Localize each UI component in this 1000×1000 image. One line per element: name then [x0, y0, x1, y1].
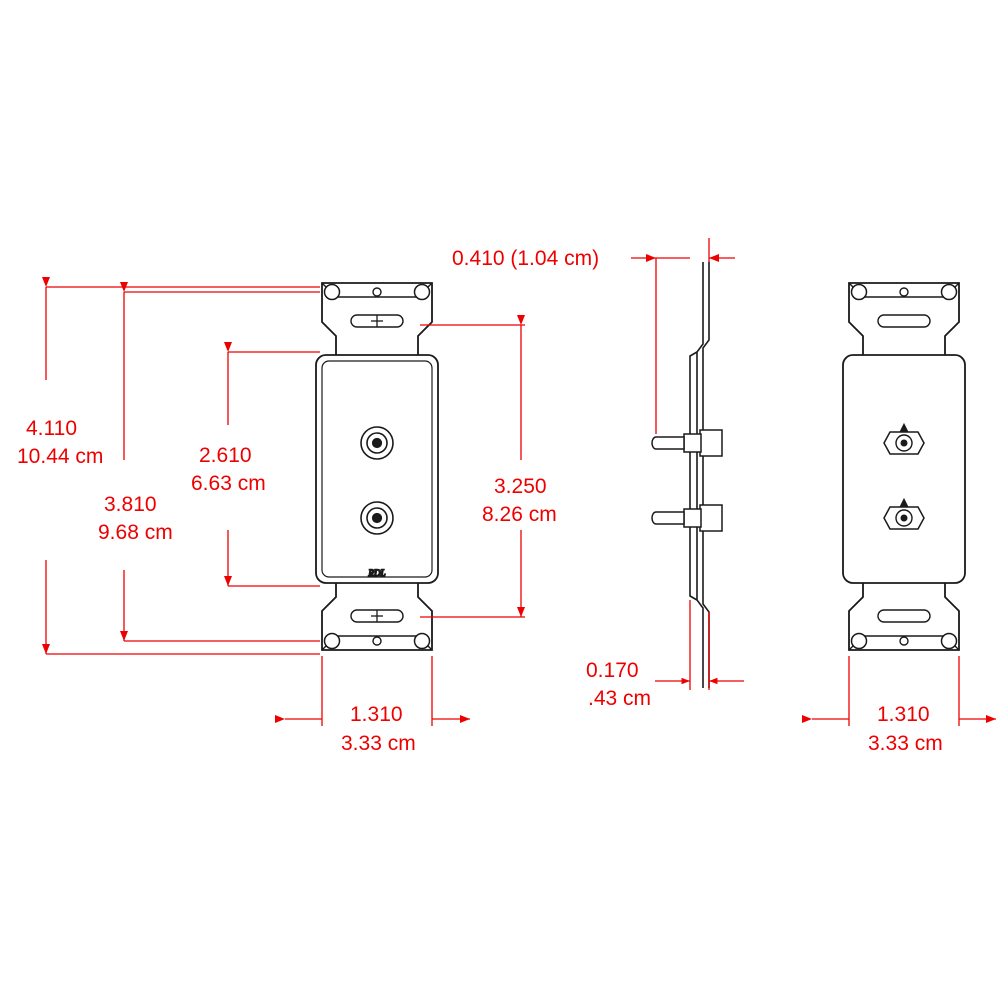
dimension-text-layer: 4.110 10.44 cm 3.810 9.68 cm 2.610 6.63 … [17, 247, 943, 755]
bottom-center-hole [372, 636, 382, 646]
screw-plus-bottom [371, 610, 383, 622]
dim-3250-cm: 8.26 cm [482, 503, 557, 526]
rear-corner-hole-tl [850, 283, 868, 301]
side-strap-profile-back [702, 262, 710, 688]
dim-width-rear-cm: 3.33 cm [868, 732, 943, 755]
corner-hole-bl [323, 632, 341, 650]
dim-overall-height-cm: 10.44 cm [17, 445, 103, 468]
side-jack-1-body [699, 429, 723, 457]
rear-top-slot-hole [877, 314, 931, 328]
front-view: RDL [315, 282, 439, 651]
dimension-layer [42, 238, 996, 726]
dim-2610-in: 2.610 [199, 444, 252, 467]
faceplate-inner-edge [321, 360, 433, 578]
rear-top-center-hole [899, 287, 909, 297]
side-jack-2-body [699, 504, 723, 532]
rear-view [842, 282, 966, 651]
side-jack-1-barrel [651, 436, 685, 450]
dim-3810-in: 3.810 [104, 493, 157, 516]
dim-width-front-in: 1.310 [350, 703, 403, 726]
rear-corner-hole-tr [940, 283, 958, 301]
rear-corner-hole-br [940, 632, 958, 650]
corner-hole-tr [413, 283, 431, 301]
rear-rca-jack-2 [883, 497, 925, 530]
side-strap-profile [696, 262, 704, 688]
rca-jack-2-pin [371, 512, 383, 524]
dim-3250-in: 3.250 [494, 475, 547, 498]
brand-mark-front: RDL [367, 568, 385, 578]
rear-corner-hole-bl [850, 632, 868, 650]
top-center-hole [372, 287, 382, 297]
corner-hole-tl [323, 283, 341, 301]
decora-faceplate [315, 354, 439, 584]
dim-width-front-cm: 3.33 cm [341, 732, 416, 755]
side-jack-2-barrel [651, 511, 685, 525]
dim-thickness-cm: .43 cm [588, 687, 651, 710]
dim-thickness-in: 0.170 [586, 659, 639, 682]
rear-bottom-center-hole [899, 636, 909, 646]
dim-2610-cm: 6.63 cm [191, 472, 266, 495]
screw-plus-top [371, 315, 383, 327]
side-jack-2-nut [683, 508, 702, 528]
corner-hole-br [413, 632, 431, 650]
dim-3810-cm: 9.68 cm [98, 521, 173, 544]
rca-jack-1-pin [371, 437, 383, 449]
rear-rca-jack-1 [883, 422, 925, 455]
dim-width-rear-in: 1.310 [877, 703, 930, 726]
rear-bottom-slot-hole [877, 609, 931, 623]
side-jack-1-nut [683, 433, 702, 453]
dim-overall-height-in: 4.110 [26, 417, 77, 440]
side-view [651, 262, 723, 688]
side-faceplate-edge [689, 351, 698, 601]
rear-faceplate [842, 354, 966, 584]
dim-depth-label: 0.410 (1.04 cm) [452, 247, 599, 270]
